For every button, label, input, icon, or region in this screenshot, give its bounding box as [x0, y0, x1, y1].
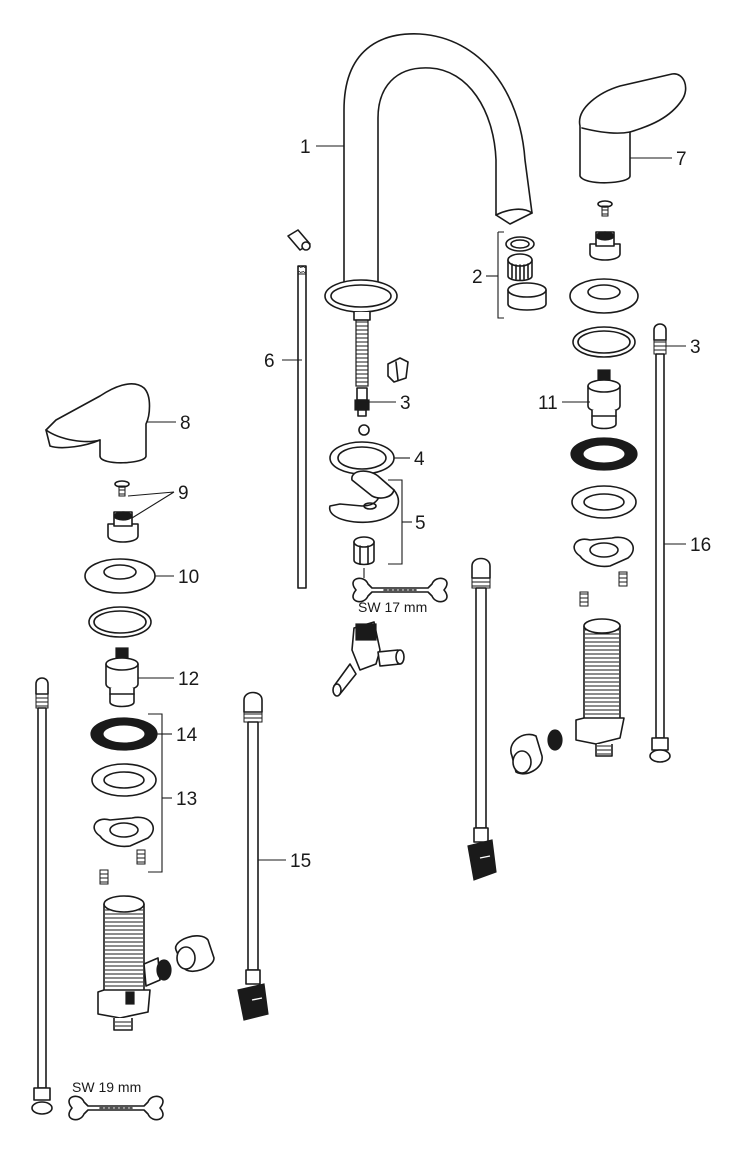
- small-nut: [358, 424, 370, 436]
- rosette-right: [569, 278, 639, 314]
- angle-fitting: [332, 621, 405, 697]
- hose-left: [31, 677, 53, 1115]
- valve-body-left: [97, 895, 161, 1031]
- callout-12: 12: [178, 669, 199, 690]
- hose-15: [237, 691, 269, 1021]
- callout-13: 13: [176, 789, 197, 810]
- left-handle: [45, 383, 151, 464]
- washer-right-2: [571, 485, 637, 519]
- mounting-flange-right: [573, 536, 634, 568]
- callout-15: 15: [290, 851, 311, 872]
- washer-right: [572, 326, 636, 358]
- hose-center: [467, 557, 497, 881]
- cartridge-left: [105, 647, 139, 708]
- screw-left-2: [99, 849, 146, 885]
- callout-3a: 3: [400, 393, 411, 414]
- mounting-plate: [329, 470, 400, 524]
- callout-5: 5: [415, 513, 426, 534]
- washer-left-2: [91, 763, 157, 797]
- clip: [387, 357, 409, 383]
- ring-washer: [329, 441, 395, 475]
- callout-11: 11: [538, 393, 558, 414]
- wrench-label-19: SW 19 mm: [72, 1079, 141, 1095]
- callout-1: 1: [300, 137, 311, 158]
- bracket-13: [148, 713, 163, 873]
- callout-6: 6: [264, 351, 275, 372]
- side-fitting-left: [156, 935, 215, 981]
- callout-16: 16: [690, 535, 711, 556]
- callout-4: 4: [414, 449, 425, 470]
- wrench-label-17: SW 17 mm: [358, 599, 427, 615]
- leader-lines: [127, 145, 686, 861]
- spout: [324, 33, 533, 321]
- washer-left: [88, 606, 152, 638]
- callout-2: 2: [472, 267, 483, 288]
- wrench-icon: [352, 577, 448, 603]
- screw-left: [114, 480, 130, 497]
- hex-nut: [353, 536, 375, 566]
- screw-right: [597, 200, 613, 217]
- callout-3b: 3: [690, 337, 701, 358]
- mounting-flange-left: [93, 816, 154, 848]
- callout-10: 10: [178, 567, 199, 588]
- right-handle: [578, 73, 687, 184]
- callout-7: 7: [676, 149, 687, 170]
- wrench-icon: [68, 1095, 164, 1121]
- valve-body-right: [575, 618, 625, 757]
- aerator-set: [497, 231, 547, 319]
- callout-8: 8: [180, 413, 191, 434]
- spline-adapter-left: [107, 511, 139, 543]
- cartridge-right: [587, 369, 621, 430]
- spout-threaded-rod: [354, 319, 370, 417]
- rosette-left: [84, 558, 156, 594]
- gasket-right: [570, 437, 638, 471]
- gasket-left: [90, 717, 158, 751]
- hose-right-16: [649, 323, 671, 763]
- callout-14: 14: [176, 725, 198, 746]
- side-fitting-right: [510, 729, 563, 775]
- screw-right-2: [579, 571, 628, 607]
- spline-adapter-right: [589, 231, 621, 261]
- lift-rod: [287, 229, 311, 589]
- callout-9: 9: [178, 483, 189, 504]
